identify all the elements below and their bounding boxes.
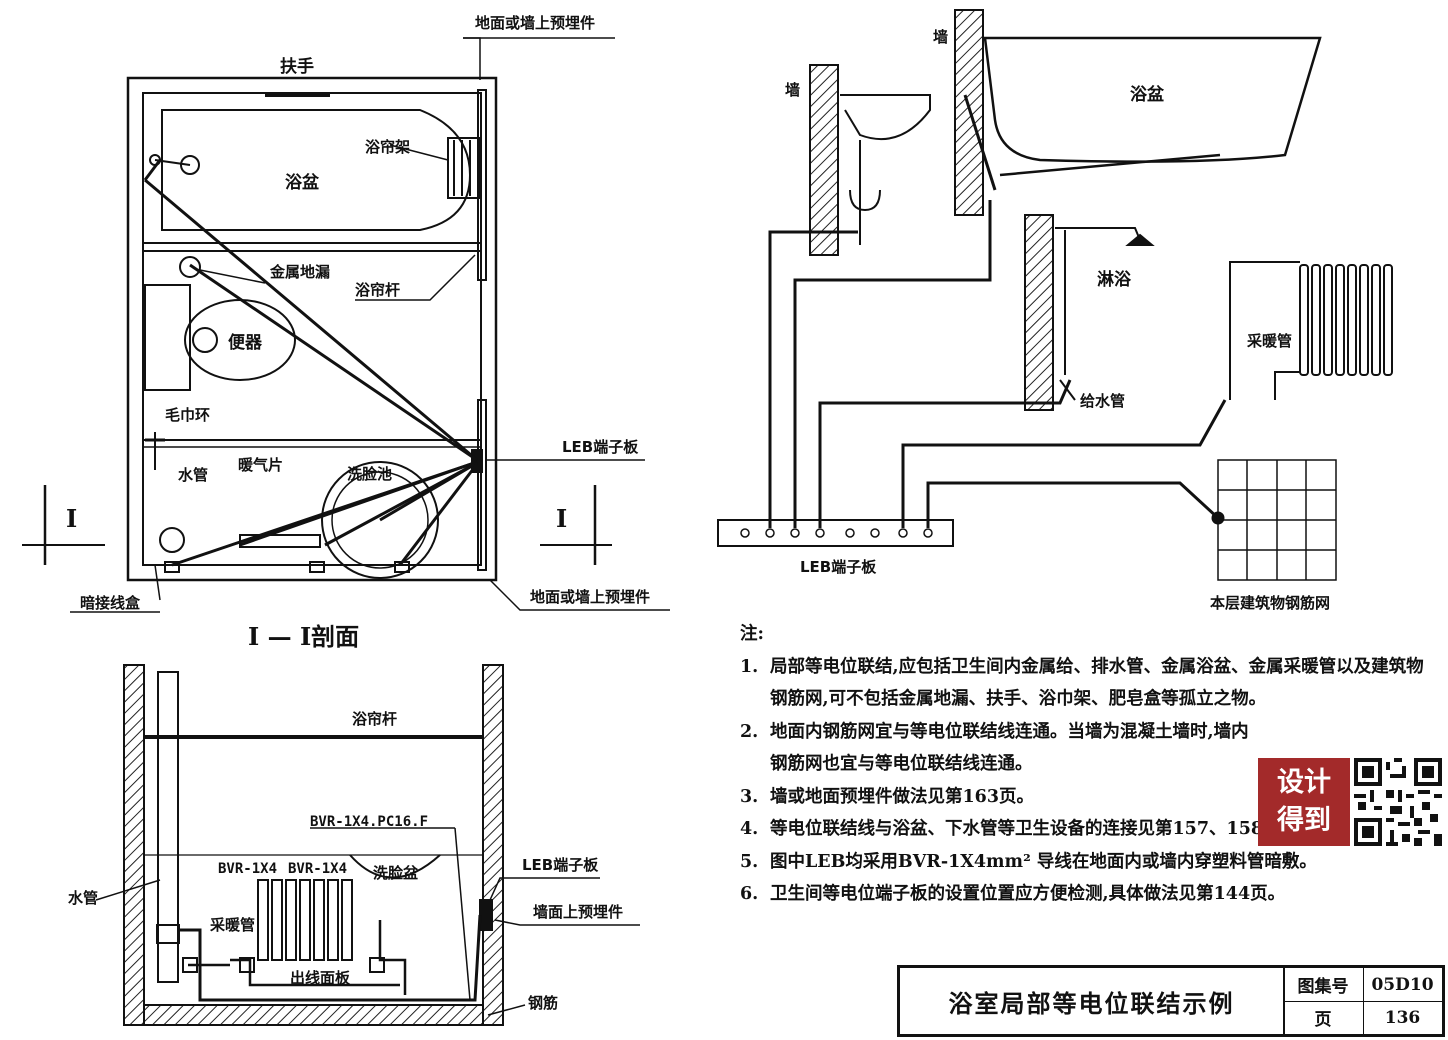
detail-shower-pipe — [1055, 227, 1141, 241]
brand-badge-line1: 设计 — [1277, 767, 1331, 798]
note-item: 2. 地面内钢筋网宜与等电位联结线连通。当墙为混凝土墙时,墙内钢筋网也宜与等电位联… — [740, 716, 1440, 781]
section-cable-spec-1: BVR-1X4.PC16.F — [310, 814, 428, 830]
bonding-lines — [143, 159, 479, 567]
qr-code-icon[interactable] — [1354, 758, 1442, 846]
curtain-rack — [447, 137, 481, 199]
detail-shower-label: 淋浴 — [1097, 269, 1132, 290]
atlas-label: 图集号 — [1283, 968, 1364, 1002]
detail-washbasin — [840, 94, 931, 141]
detail-radiator — [1299, 264, 1393, 376]
section-title: I — I剖面 — [248, 622, 359, 651]
tap-fixture — [180, 155, 200, 175]
note-item: 1. 局部等电位联结,应包括卫生间内金属给、排水管、金属浴盆、金属采暖管以及建筑物… — [740, 651, 1440, 716]
detail-wall-3 — [1024, 214, 1054, 411]
section-cable-spec-2: BVR-1X4 — [218, 861, 277, 877]
note-number: 5. — [740, 851, 759, 872]
section-cable-spec-3: BVR-1X4 — [288, 861, 347, 877]
plan-leb-label: LEB端子板 — [562, 438, 639, 456]
section-curtain-rod-label: 浴帘杆 — [352, 710, 397, 728]
leb-box-plan — [471, 449, 483, 473]
room-outer-wall — [126, 76, 498, 582]
detail-bonding-lines — [768, 200, 1227, 528]
notes-heading: 注: — [740, 624, 764, 644]
section-washbasin — [349, 854, 441, 879]
section-washbasin-label: 洗脸盆 — [373, 864, 419, 882]
brand-badge-line2: 得到 — [1277, 805, 1331, 836]
room-inner-wall — [142, 92, 482, 566]
plan-curtain-rod-label: 浴帘杆 — [355, 281, 400, 299]
section-outlet-panel-label: 出线面板 — [290, 969, 351, 987]
page-label: 页 — [1283, 1001, 1364, 1034]
toilet-tank — [144, 284, 191, 391]
note-item: 4. 等电位联结线与浴盆、下水管等卫生设备的连接见第157、158页。 — [740, 813, 1440, 846]
detail-bathtub-label: 浴盆 — [1130, 84, 1165, 105]
detail-bathtub — [983, 36, 1322, 163]
section-radiator — [257, 879, 353, 961]
detail-view — [717, 9, 1393, 581]
detail-supply-pipe-label: 给水管 — [1080, 392, 1125, 410]
section-mark-right-label: I — [556, 504, 567, 533]
note-item: 5. 图中LEB均采用BVR-1X4mm² 导线在地面内或墙内穿塑料管暗敷。 — [740, 846, 1440, 879]
section-floor — [143, 1004, 484, 1026]
section-leb-box — [479, 899, 493, 931]
embed-strip-top — [477, 89, 487, 281]
section-water-pipe — [157, 671, 179, 983]
notes-block: 注: 1. 局部等电位联结,应包括卫生间内金属给、排水管、金属浴盆、金属采暖管以及… — [740, 618, 1440, 911]
plan-embed-bottom-label: 地面或墙上预埋件 — [530, 588, 650, 606]
bathtub-shape — [161, 109, 472, 231]
section-mark-left-label: I — [66, 504, 77, 533]
bath-zone-line — [142, 242, 482, 252]
plan-view — [22, 37, 670, 613]
note-text: 地面内钢筋网宜与等电位联结线连通。当墙为混凝土墙时,墙内钢筋网也宜与等电位联结线… — [770, 721, 1249, 775]
plan-heater-label: 暖气片 — [238, 456, 283, 474]
detail-rebar-grid — [1217, 459, 1337, 581]
note-number: 2. — [740, 721, 759, 742]
atlas-value: 05D10 — [1363, 968, 1442, 1002]
plan-water-pipe-label: 水管 — [178, 466, 208, 484]
note-item: 6. 卫生间等电位端子板的设置位置应方便检测,具体做法见第144页。 — [740, 878, 1440, 911]
detail-wall-2-label: 墙 — [933, 28, 948, 46]
section-rebar-label: 钢筋 — [528, 994, 558, 1012]
drawing-title: 浴室局部等电位联结示例 — [900, 968, 1285, 1034]
plan-bathtub-label: 浴盆 — [285, 172, 320, 193]
note-item: 3. 墙或地面预埋件做法见第163页。 — [740, 781, 1440, 814]
note-text: 墙或地面预埋件做法见第163页。 — [770, 786, 1035, 807]
detail-wall-1-label: 墙 — [785, 81, 800, 99]
plan-towel-ring-label: 毛巾环 — [165, 406, 210, 424]
note-number: 1. — [740, 656, 759, 677]
note-text: 局部等电位联结,应包括卫生间内金属给、排水管、金属浴盆、金属采暖管以及建筑物钢筋… — [770, 656, 1424, 710]
brand-badge: 设计 得到 — [1258, 758, 1350, 846]
detail-leb-bar — [717, 519, 954, 547]
note-text: 卫生间等电位端子板的设置位置应方便检测,具体做法见第144页。 — [770, 884, 1286, 904]
section-leb-label: LEB端子板 — [522, 856, 599, 874]
detail-rebar-mesh-label: 本层建筑物钢筋网 — [1210, 594, 1330, 612]
section-right-wall — [482, 664, 504, 1026]
detail-heating-pipe-label: 采暖管 — [1246, 332, 1292, 350]
plan-floor-drain-label: 金属地漏 — [269, 263, 330, 281]
plan-handrail-label: 扶手 — [280, 56, 314, 77]
water-pipe-node — [159, 527, 185, 553]
plan-curtain-rack-label: 浴帘架 — [365, 138, 410, 156]
section-heating-pipe-label: 采暖管 — [209, 916, 255, 934]
note-text: 图中LEB均采用BVR-1X4mm² 导线在地面内或墙内穿塑料管暗敷。 — [770, 851, 1317, 872]
note-number: 6. — [740, 884, 759, 904]
washbasin-plan — [321, 461, 439, 579]
detail-leb-label: LEB端子板 — [800, 558, 877, 576]
plan-toilet-label: 便器 — [228, 332, 263, 353]
title-block: 浴室局部等电位联结示例 图集号 05D10 页 136 — [897, 965, 1445, 1037]
plan-junction-box-label: 暗接线盒 — [80, 594, 141, 612]
section-wall-embed-label: 墙面上预埋件 — [533, 903, 623, 921]
plan-embed-top-label: 地面或墙上预埋件 — [475, 14, 595, 32]
plan-washbasin-label: 洗脸池 — [347, 465, 392, 483]
detail-wall-1 — [809, 64, 839, 256]
floor-drain — [179, 256, 201, 278]
embed-strip-bottom — [477, 399, 487, 571]
section-view — [95, 664, 640, 1026]
note-text: 等电位联结线与浴盆、下水管等卫生设备的连接见第157、158页。 — [770, 819, 1299, 839]
note-number: 4. — [740, 819, 759, 839]
section-left-wall — [123, 664, 145, 1026]
page-value: 136 — [1384, 1007, 1421, 1028]
section-water-pipe-label: 水管 — [68, 889, 98, 907]
note-number: 3. — [740, 786, 759, 807]
